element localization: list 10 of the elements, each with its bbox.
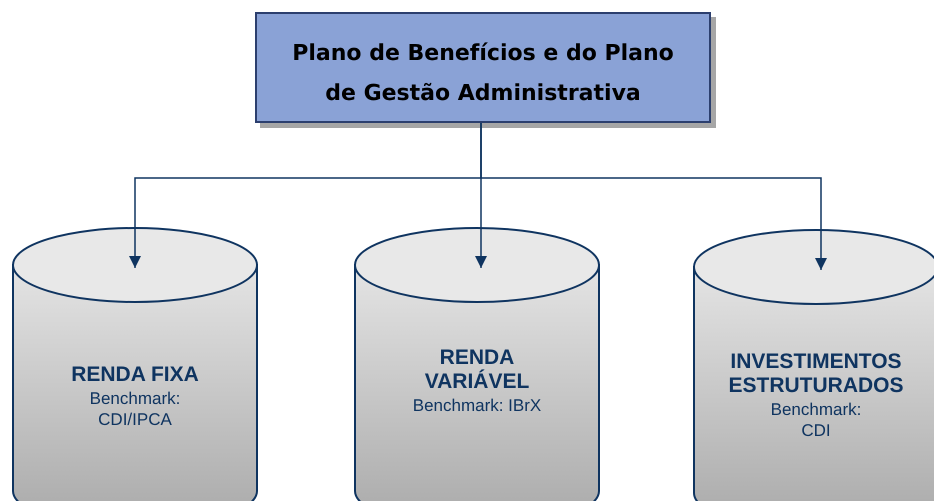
benchmark-text: Benchmark: IBrX [412,395,542,416]
benchmark-text: Benchmark: CDI [770,399,862,441]
database-cylinder [693,230,934,501]
database-cylinder [12,228,258,501]
database-cylinder [354,228,600,501]
category-title: RENDA VARIÁVEL [424,346,530,394]
connector-arrow [480,123,827,270]
category-title: INVESTIMENTOS ESTRUTURADOS [727,350,904,398]
category-title: RENDA FIXA [71,363,199,387]
benchmark-text: Benchmark: CDI/IPCA [88,388,182,430]
